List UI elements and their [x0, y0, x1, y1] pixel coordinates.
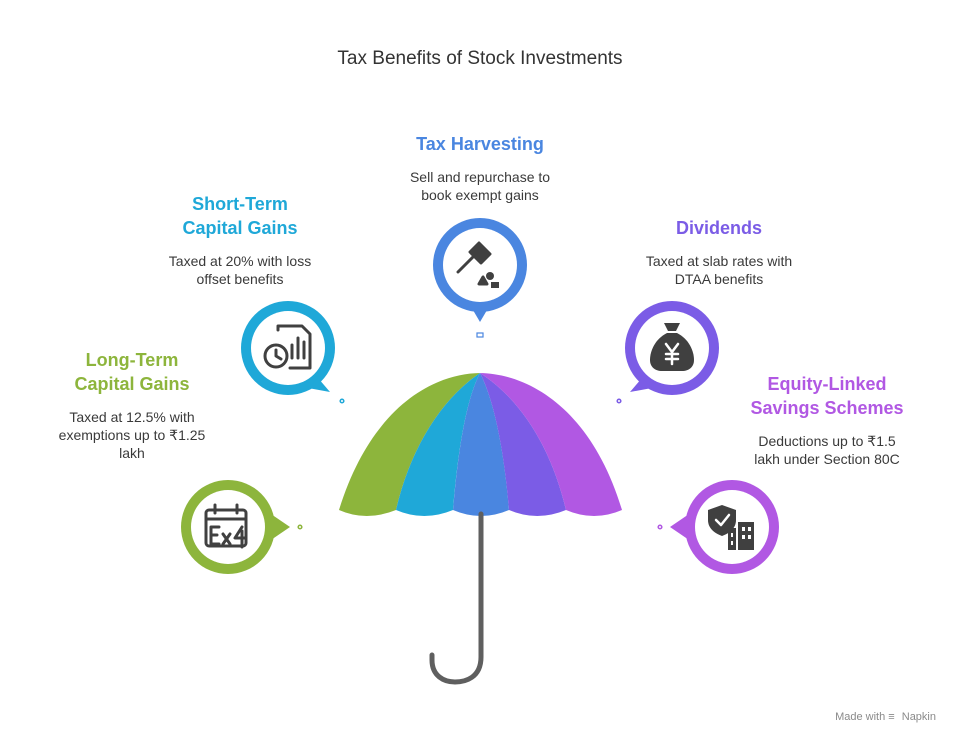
canopy-segment-short-term	[396, 373, 480, 516]
label-elss: Equity-Linked Savings Schemes Deductions…	[727, 372, 927, 468]
heading-elss: Equity-Linked Savings Schemes	[750, 374, 904, 418]
calendar-tax-icon	[204, 503, 248, 549]
money-bag-yen-icon	[650, 323, 694, 371]
canopy-segment-dividends	[480, 373, 566, 516]
bubble-long-term	[181, 480, 290, 574]
description-long-term: Taxed at 12.5% with exemptions up to ₹1.…	[58, 409, 206, 461]
label-short-term: Short-Term Capital Gains Taxed at 20% wi…	[140, 192, 340, 288]
brand-name: Napkin	[901, 711, 936, 723]
napkin-logo-icon: ≡	[888, 711, 895, 723]
heading-dividends: Dividends	[675, 218, 763, 238]
umbrella-handle	[429, 511, 484, 685]
bubble-short-term	[241, 301, 335, 395]
label-dividends: Dividends Taxed at slab rates with DTAA …	[614, 216, 824, 288]
description-elss: Deductions up to ₹1.5 lakh under Section…	[754, 433, 900, 467]
bubble-tax-harvesting	[433, 218, 527, 322]
umbrella-canopy	[339, 373, 622, 516]
connector-dot-short-term	[339, 398, 345, 404]
description-tax-harvesting: Sell and repurchase to book exempt gains	[409, 169, 551, 203]
description-dividends: Taxed at slab rates with DTAA benefits	[645, 253, 793, 287]
connector-dot-harvesting	[476, 332, 484, 338]
label-long-term: Long-Term Capital Gains Taxed at 12.5% w…	[42, 348, 222, 462]
connector-dot-dividends	[616, 398, 622, 404]
description-short-term: Taxed at 20% with loss offset benefits	[168, 253, 312, 287]
report-clock-icon	[263, 324, 312, 370]
label-tax-harvesting: Tax Harvesting Sell and repurchase to bo…	[380, 132, 580, 204]
axe-harvest-icon	[456, 241, 499, 288]
canopy-segment-harvesting	[453, 373, 509, 516]
heading-tax-harvesting: Tax Harvesting	[416, 134, 544, 154]
heading-long-term: Long-Term Capital Gains	[74, 350, 190, 394]
footer-credit: Made with ≡ Napkin	[835, 711, 936, 723]
canopy-segment-long-term	[339, 373, 480, 516]
shield-building-icon	[708, 505, 754, 550]
bubble-elss	[670, 480, 779, 574]
connector-dot-elss	[657, 524, 663, 530]
made-with-label: Made with	[835, 711, 886, 723]
bubble-dividends	[625, 301, 719, 395]
page-title: Tax Benefits of Stock Investments	[337, 48, 623, 69]
heading-short-term: Short-Term Capital Gains	[182, 194, 298, 238]
canopy-segment-elss	[480, 373, 622, 516]
connector-dot-long-term	[297, 524, 303, 530]
